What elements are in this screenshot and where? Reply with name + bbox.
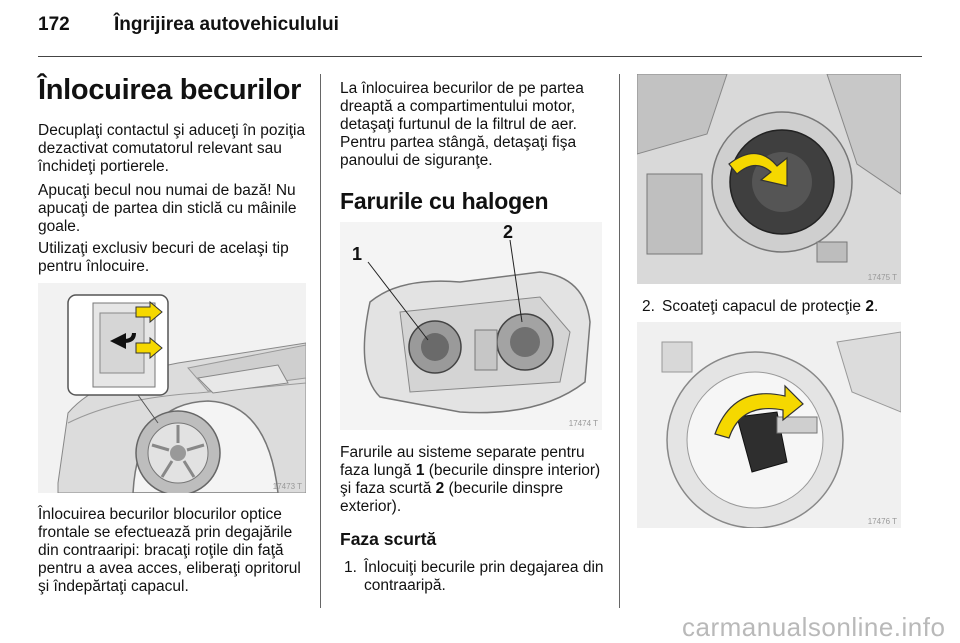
step-2-text-a: Scoateţi capacul de protecţie	[662, 298, 866, 315]
paragraph-bulb-handling: Apucaţi becul nou numai de bază! Nu apuc…	[38, 182, 297, 235]
desc-text-a: Farurile au sisteme separate pentru faza…	[340, 444, 585, 479]
figure-label: 17475 T	[867, 273, 897, 282]
figure-label: 17474 T	[568, 419, 598, 428]
figure-wheel-arch-access: 17473 T	[38, 283, 306, 493]
section-title: Îngrijirea autovehiculului	[114, 14, 339, 35]
main-heading: Înlocuirea becurilor	[38, 74, 302, 106]
watermark: carmanualsonline.info	[682, 612, 946, 642]
heading-halogen-headlights: Farurile cu halogen	[340, 188, 549, 214]
paragraph-switch-off: Decuplaţi contactul şi aduceţi în poziţi…	[38, 122, 306, 175]
callout-1: 1	[352, 244, 363, 264]
figure-remove-cover: 17476 T	[637, 322, 901, 528]
step-2-text: Scoateţi capacul de protecţie 2.	[662, 298, 902, 316]
step-1-text: Înlocuiţi becurile prin degajarea din co…	[364, 559, 604, 594]
figure-headlight-assembly: 1 2 17474 T	[340, 222, 602, 430]
callout-2: 2	[503, 222, 514, 242]
paragraph-separate-systems: Farurile au sisteme separate pentru faza…	[340, 444, 606, 516]
header-rule	[38, 56, 922, 57]
paragraph-wheel-arch-caption: Înlocuirea becurilor blocurilor optice f…	[38, 506, 301, 595]
figure-label: 17476 T	[867, 517, 897, 526]
heading-low-beam: Faza scurtă	[340, 529, 437, 549]
paragraph-bulb-type: Utilizaţi exclusiv becuri de acelaşi tip…	[38, 240, 289, 275]
desc-text-d: (becurile dinspre exterior).	[340, 480, 564, 515]
page-number: 172	[38, 14, 70, 35]
step-2-text-b: .	[873, 298, 879, 315]
column-divider-1	[320, 74, 321, 608]
column-divider-2	[619, 74, 620, 608]
figure-protective-cover: 17475 T	[637, 74, 901, 284]
desc-text-c: (becurile dinspre interior) şi faza scur…	[340, 462, 601, 497]
figure-label: 17473 T	[272, 482, 302, 491]
desc-bold-2: 2	[435, 480, 445, 497]
step-2-number: 2.	[642, 298, 655, 315]
paragraph-engine-compartment: La înlocuirea becurilor de pe partea dre…	[340, 80, 584, 169]
step-2-bold: 2	[865, 298, 874, 315]
desc-bold-1: 1	[415, 462, 425, 479]
step-1-number: 1.	[344, 559, 357, 576]
